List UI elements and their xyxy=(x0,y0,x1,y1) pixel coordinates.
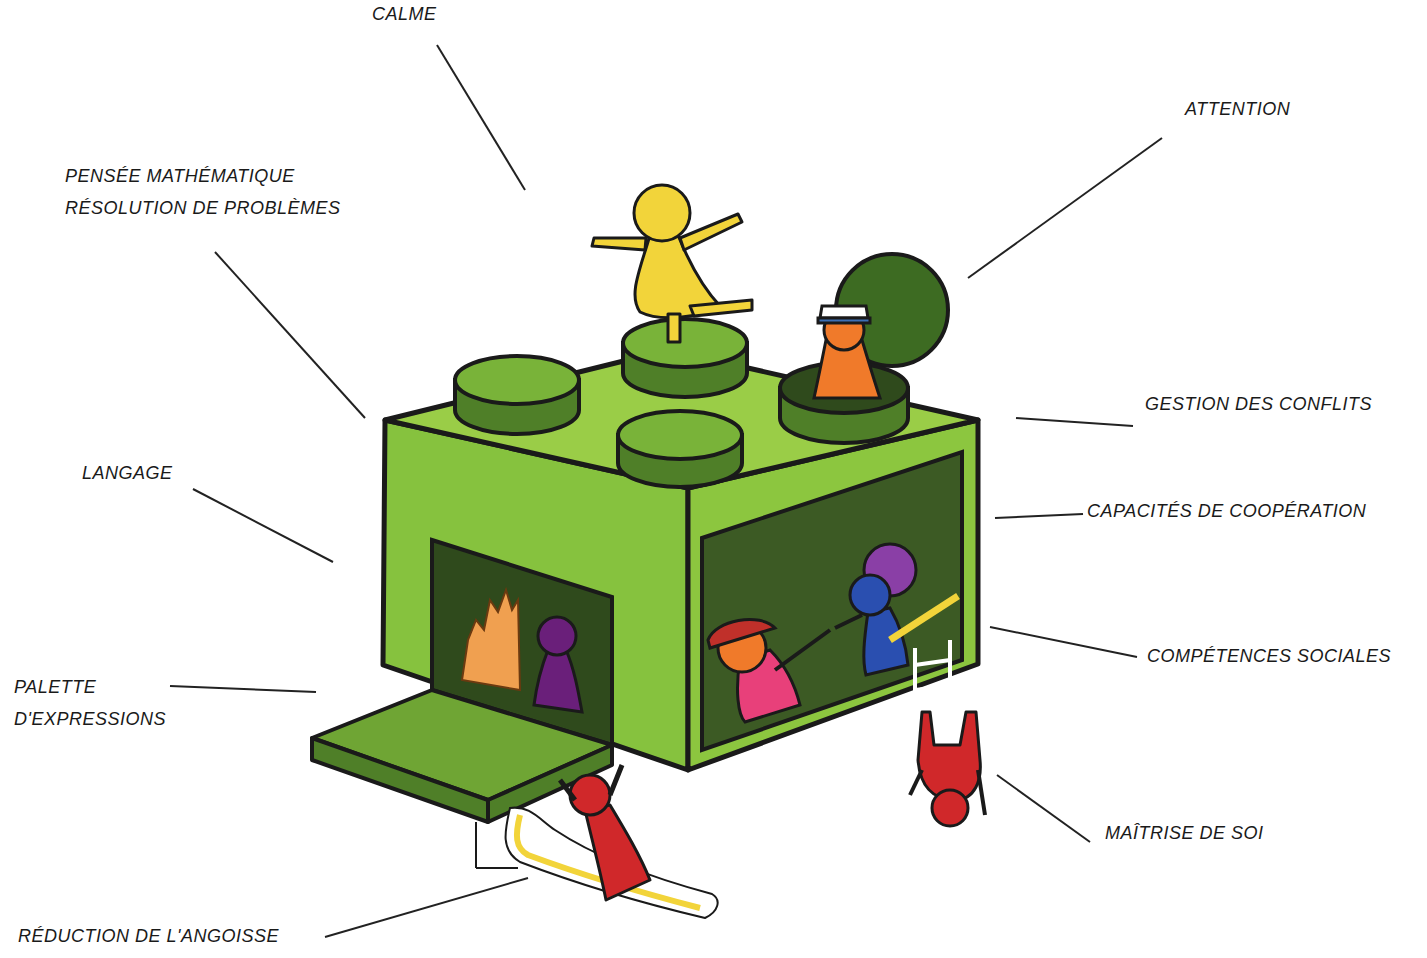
leader-line xyxy=(968,138,1162,278)
ladder-rail xyxy=(948,640,952,712)
hanging-figure xyxy=(910,712,985,826)
skill-label: CALME xyxy=(372,0,532,30)
figure-arm xyxy=(978,770,985,815)
figure-head xyxy=(570,775,610,815)
skill-label: COMPÉTENCES SOCIALES xyxy=(1147,640,1422,672)
leader-line xyxy=(437,45,525,190)
lying-figure xyxy=(560,765,650,900)
skill-label: PALETTE D'EXPRESSIONS xyxy=(14,671,196,735)
leader-line xyxy=(215,252,365,418)
block-tower xyxy=(462,590,520,690)
skill-label: LANGAGE xyxy=(82,457,242,489)
figure-body xyxy=(585,805,650,900)
figure-head xyxy=(932,790,968,826)
paper-edge xyxy=(475,822,477,868)
yellow-figure xyxy=(592,185,752,342)
skill-label: RÉDUCTION DE L'ANGOISSE xyxy=(18,920,338,952)
figure-leg xyxy=(690,300,752,316)
figure-arm xyxy=(775,630,830,670)
drawer-edge xyxy=(312,738,488,822)
figure-arm xyxy=(835,615,862,628)
figure-body xyxy=(864,608,908,675)
leader-line xyxy=(193,489,333,562)
right-window xyxy=(702,452,962,750)
paper-edge xyxy=(476,867,518,869)
hat-band xyxy=(818,318,870,323)
ladder-rung xyxy=(915,660,950,665)
skill-label: CAPACITÉS DE COOPÉRATION xyxy=(1087,495,1422,527)
skill-label: MAÎTRISE DE SOI xyxy=(1105,817,1365,849)
figure-arm xyxy=(910,770,922,795)
ladder-rail xyxy=(913,648,917,715)
pawn-head xyxy=(538,617,576,655)
stud xyxy=(623,319,747,397)
pink-figure xyxy=(708,619,830,722)
leader-line xyxy=(325,878,528,937)
figure-arm xyxy=(592,238,646,250)
leader-lines xyxy=(170,45,1162,937)
skill-label: ATTENTION xyxy=(1185,93,1385,125)
drawer-edge xyxy=(488,745,612,822)
blue-figure xyxy=(835,544,916,675)
yellow-bar xyxy=(890,596,958,640)
skill-label: GESTION DES CONFLITS xyxy=(1145,388,1420,420)
leader-line xyxy=(990,627,1137,657)
leader-line xyxy=(1016,418,1133,426)
figure-head xyxy=(634,185,690,241)
ladder xyxy=(915,640,950,715)
figure-arm xyxy=(610,765,622,795)
leader-line xyxy=(995,514,1083,518)
pawn-body xyxy=(534,650,582,712)
stud xyxy=(618,411,742,487)
ladder-rung xyxy=(915,708,950,712)
red-hat xyxy=(708,619,775,648)
skill-label: PENSÉE MATHÉMATIQUE RÉSOLUTION DE PROBLÈ… xyxy=(65,160,385,224)
sailor-hat xyxy=(820,306,868,318)
stud-top xyxy=(455,356,579,404)
leader-line xyxy=(997,775,1090,842)
leader-line xyxy=(170,686,316,692)
figure-leg xyxy=(668,314,680,342)
figure-body xyxy=(918,712,980,800)
stud xyxy=(455,356,579,434)
figure-arm xyxy=(560,780,575,800)
orange-figure xyxy=(814,306,880,398)
figure-head xyxy=(850,575,890,615)
stud-top xyxy=(623,319,747,367)
purple-pawn xyxy=(534,617,582,712)
ladder-rung xyxy=(915,686,950,690)
stud-top xyxy=(618,411,742,459)
